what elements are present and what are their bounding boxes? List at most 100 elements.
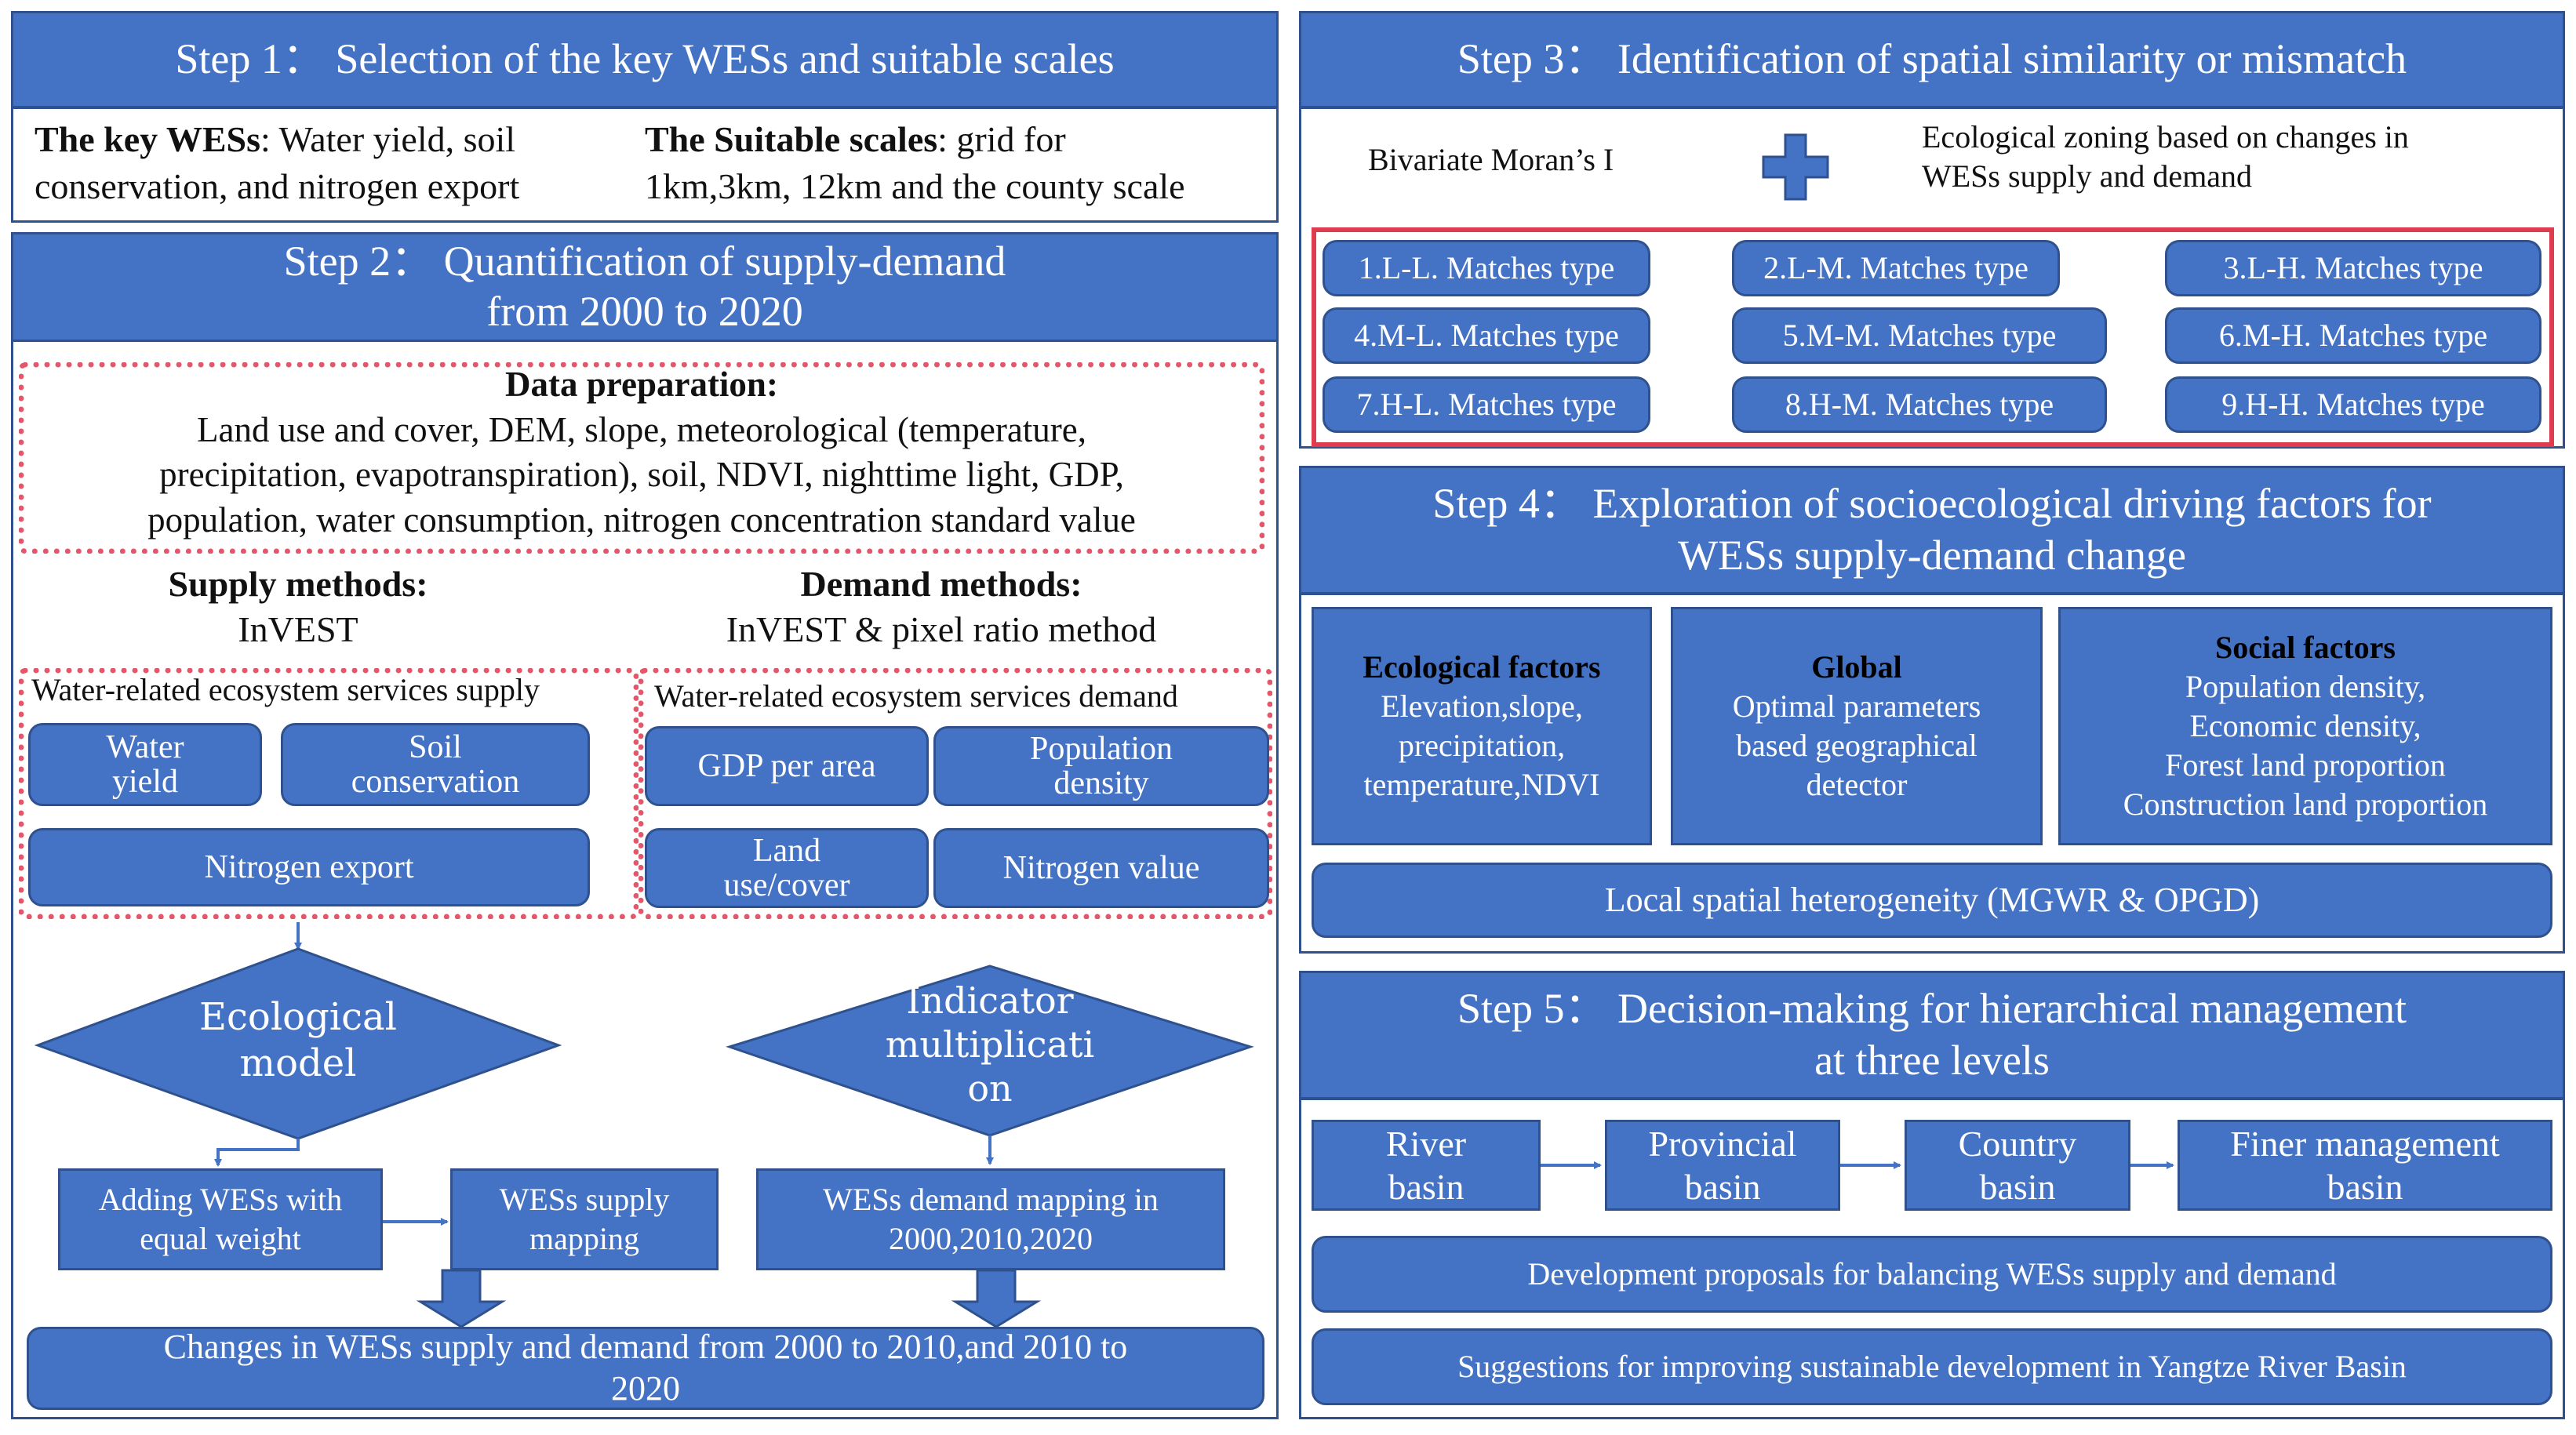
step2-title-line2: from 2000 to 2020	[486, 288, 803, 335]
soil-conservation-line1: Soil	[409, 728, 462, 765]
gdp-per-area-box: GDP per area	[645, 726, 929, 806]
matches-type-9-label: 9.H-H. Matches type	[2221, 387, 2485, 422]
supply-panel	[19, 668, 639, 919]
wess-demand-mapping-box: WESs demand mapping in 2000,2010,2020	[756, 1168, 1225, 1270]
matches-type-6-label: 6.M-H. Matches type	[2218, 318, 2488, 353]
step5-frame	[1299, 1098, 2565, 1419]
scales-text-1: : grid for	[937, 119, 1066, 159]
indicator-line2: multiplicati	[885, 1023, 1095, 1066]
population-density-box: Population density	[933, 726, 1269, 806]
matches-type-4-label: 4.M-L. Matches type	[1354, 318, 1619, 353]
matches-type-2-label: 2.L-M. Matches type	[1763, 250, 2028, 285]
soil-conservation-line2: conservation	[351, 764, 520, 800]
demand-block-arrow	[951, 1269, 1042, 1328]
matches-type-9: 9.H-H. Matches type	[2165, 376, 2541, 433]
demand-panel	[639, 668, 1272, 919]
social-factors-box: Social factors Population density, Econo…	[2058, 607, 2552, 845]
nitrogen-export-text: Nitrogen export	[204, 848, 414, 885]
step1-title: Step 1： Selection of the key WESs and su…	[11, 11, 1279, 108]
matches-type-6: 6.M-H. Matches type	[2165, 307, 2541, 364]
data-preparation-line3: population, water consumption, nitrogen …	[147, 500, 1136, 539]
ecological-factors-title: Ecological factors	[1363, 649, 1601, 685]
step2-title: Step 2： Quantification of supply-demand …	[11, 232, 1279, 342]
demand-methods: Demand methods: InVEST & pixel ratio met…	[651, 561, 1232, 652]
scales-label: The Suitable scales	[645, 119, 938, 159]
step4-frame	[1299, 593, 2565, 954]
step3-title: Step 3： Identification of spatial simila…	[1299, 11, 2565, 108]
ecological-zoning-line2: WESs supply and demand	[1922, 158, 2253, 194]
key-wess-label: The key WESs	[35, 119, 261, 159]
step5-title-line1: Step 5： Decision-making for hierarchical…	[1457, 985, 2407, 1033]
global-box: Global Optimal parameters based geograph…	[1671, 607, 2043, 845]
social-factors-line3: Forest land proportion	[2165, 747, 2446, 783]
provincial-basin-box: Provincial basin	[1605, 1120, 1840, 1211]
changes-box: Changes in WESs supply and demand from 2…	[27, 1327, 1264, 1410]
nitrogen-value-text: Nitrogen value	[1002, 849, 1200, 886]
changes-line1: Changes in WESs supply and demand from 2…	[163, 1328, 1128, 1367]
ecological-zoning: Ecological zoning based on changes in WE…	[1922, 118, 2549, 196]
local-heterogeneity-text: Local spatial heterogeneity (MGWR & OPGD…	[1604, 880, 2260, 919]
data-preparation-line1: Land use and cover, DEM, slope, meteorol…	[196, 409, 1087, 449]
step1-title-text: Step 1： Selection of the key WESs and su…	[175, 35, 1115, 83]
demand-mapping-line1: WESs demand mapping in	[823, 1182, 1159, 1217]
finer-management-basin-box: Finer management basin	[2178, 1120, 2552, 1211]
matches-type-4: 4.M-L. Matches type	[1323, 307, 1650, 364]
land-use-line1: Land	[752, 832, 821, 869]
soil-conservation-box: Soil conservation	[281, 723, 590, 806]
step3-title-text: Step 3： Identification of spatial simila…	[1457, 35, 2407, 83]
ecological-model-label: Ecological model	[157, 994, 439, 1086]
step1-content	[11, 107, 1279, 223]
water-yield-box: Water yield	[28, 723, 262, 806]
indicator-line3: on	[967, 1067, 1013, 1110]
ecological-model-line1: Ecological	[199, 995, 397, 1039]
scales-text-2: 1km,3km, 12km and the county scale	[645, 165, 1185, 206]
suggestions-box: Suggestions for improving sustainable de…	[1312, 1328, 2552, 1405]
supply-block-arrow	[416, 1269, 507, 1328]
supply-mapping-line1: WESs supply	[499, 1182, 670, 1217]
step3-frame	[1299, 107, 2565, 449]
local-heterogeneity-box: Local spatial heterogeneity (MGWR & OPGD…	[1312, 863, 2552, 938]
ecological-factors-line1: Elevation,slope,	[1381, 688, 1583, 724]
land-use-box: Land use/cover	[645, 828, 929, 908]
gdp-per-area-text: GDP per area	[697, 747, 876, 784]
matches-type-1-label: 1.L-L. Matches type	[1358, 250, 1615, 285]
model-to-adding-connector	[214, 1139, 300, 1167]
provincial-basin-line1: Provincial	[1648, 1123, 1797, 1164]
step5-title: Step 5： Decision-making for hierarchical…	[1299, 971, 2565, 1099]
global-line2: based geographical	[1736, 728, 1977, 763]
bivariate-moran: Bivariate Moran’s I	[1368, 142, 1614, 177]
nitrogen-value-box: Nitrogen value	[933, 828, 1269, 908]
ecological-model-line2: model	[239, 1041, 357, 1085]
step1-scales: The Suitable scales: grid for 1km,3km, 1…	[645, 116, 1272, 210]
demand-methods-label: Demand methods:	[800, 564, 1082, 604]
supply-panel-title: Water-related ecosystem services supply	[31, 672, 540, 707]
development-proposals-text: Development proposals for balancing WESs…	[1527, 1256, 2337, 1292]
country-basin-line2: basin	[1979, 1167, 2056, 1207]
population-density-line1: Population	[1029, 730, 1173, 767]
step4-title: Step 4： Exploration of socioecological d…	[1299, 466, 2565, 594]
global-title: Global	[1811, 649, 1902, 685]
key-wess-text-2: conservation, and nitrogen export	[35, 165, 520, 206]
key-wess-text-1: : Water yield, soil	[260, 119, 516, 159]
social-factors-line2: Economic density,	[2189, 708, 2421, 743]
matches-type-1: 1.L-L. Matches type	[1323, 240, 1650, 296]
matches-type-highlight	[1312, 227, 2554, 447]
indicator-multiplication-label: Indicator multiplicati on	[849, 979, 1131, 1110]
social-factors-line4: Construction land proportion	[2123, 787, 2488, 822]
data-preparation-line2: precipitation, evapotranspiration), soil…	[159, 455, 1124, 495]
data-preparation-title: Data preparation:	[505, 365, 778, 404]
global-line1: Optimal parameters	[1732, 688, 1981, 724]
land-use-line2: use/cover	[723, 867, 850, 903]
development-proposals-box: Development proposals for balancing WESs…	[1312, 1236, 2552, 1313]
global-line3: detector	[1806, 767, 1908, 802]
suggestions-text: Suggestions for improving sustainable de…	[1457, 1349, 2407, 1384]
indicator-line1: Indicator	[906, 979, 1074, 1022]
river-basin-line1: River	[1385, 1123, 1467, 1164]
adding-wess-line2: equal weight	[140, 1221, 301, 1256]
matches-type-7-label: 7.H-L. Matches type	[1356, 387, 1617, 422]
adding-wess-box: Adding WESs with equal weight	[58, 1168, 383, 1270]
river-basin-line2: basin	[1388, 1167, 1464, 1207]
wess-supply-mapping-box: WESs supply mapping	[450, 1168, 719, 1270]
step5-title-line2: at three levels	[1814, 1037, 2050, 1084]
